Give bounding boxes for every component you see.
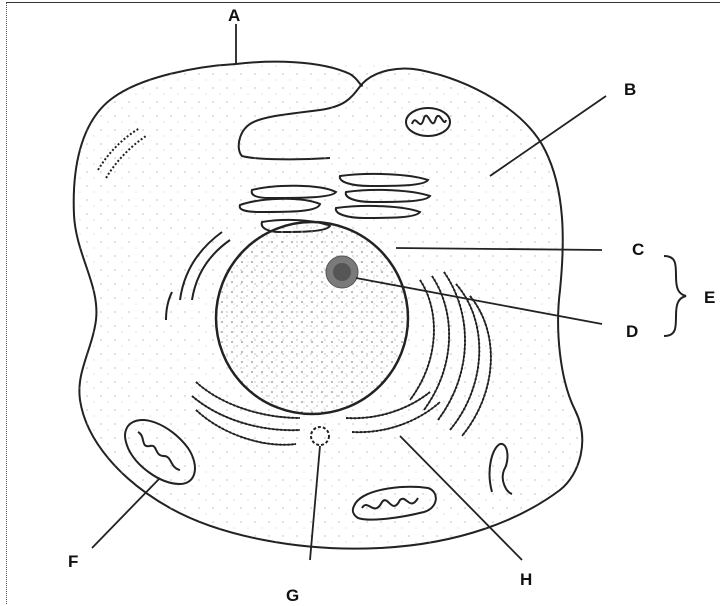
brace-e bbox=[664, 256, 686, 336]
label-b: B bbox=[624, 80, 636, 100]
label-f: F bbox=[68, 552, 78, 572]
label-d: D bbox=[626, 322, 638, 342]
label-h: H bbox=[520, 570, 532, 590]
label-a: A bbox=[228, 6, 240, 26]
label-g: G bbox=[286, 586, 299, 606]
label-c: C bbox=[632, 240, 644, 260]
label-e: E bbox=[704, 288, 715, 308]
nucleus bbox=[216, 222, 408, 414]
